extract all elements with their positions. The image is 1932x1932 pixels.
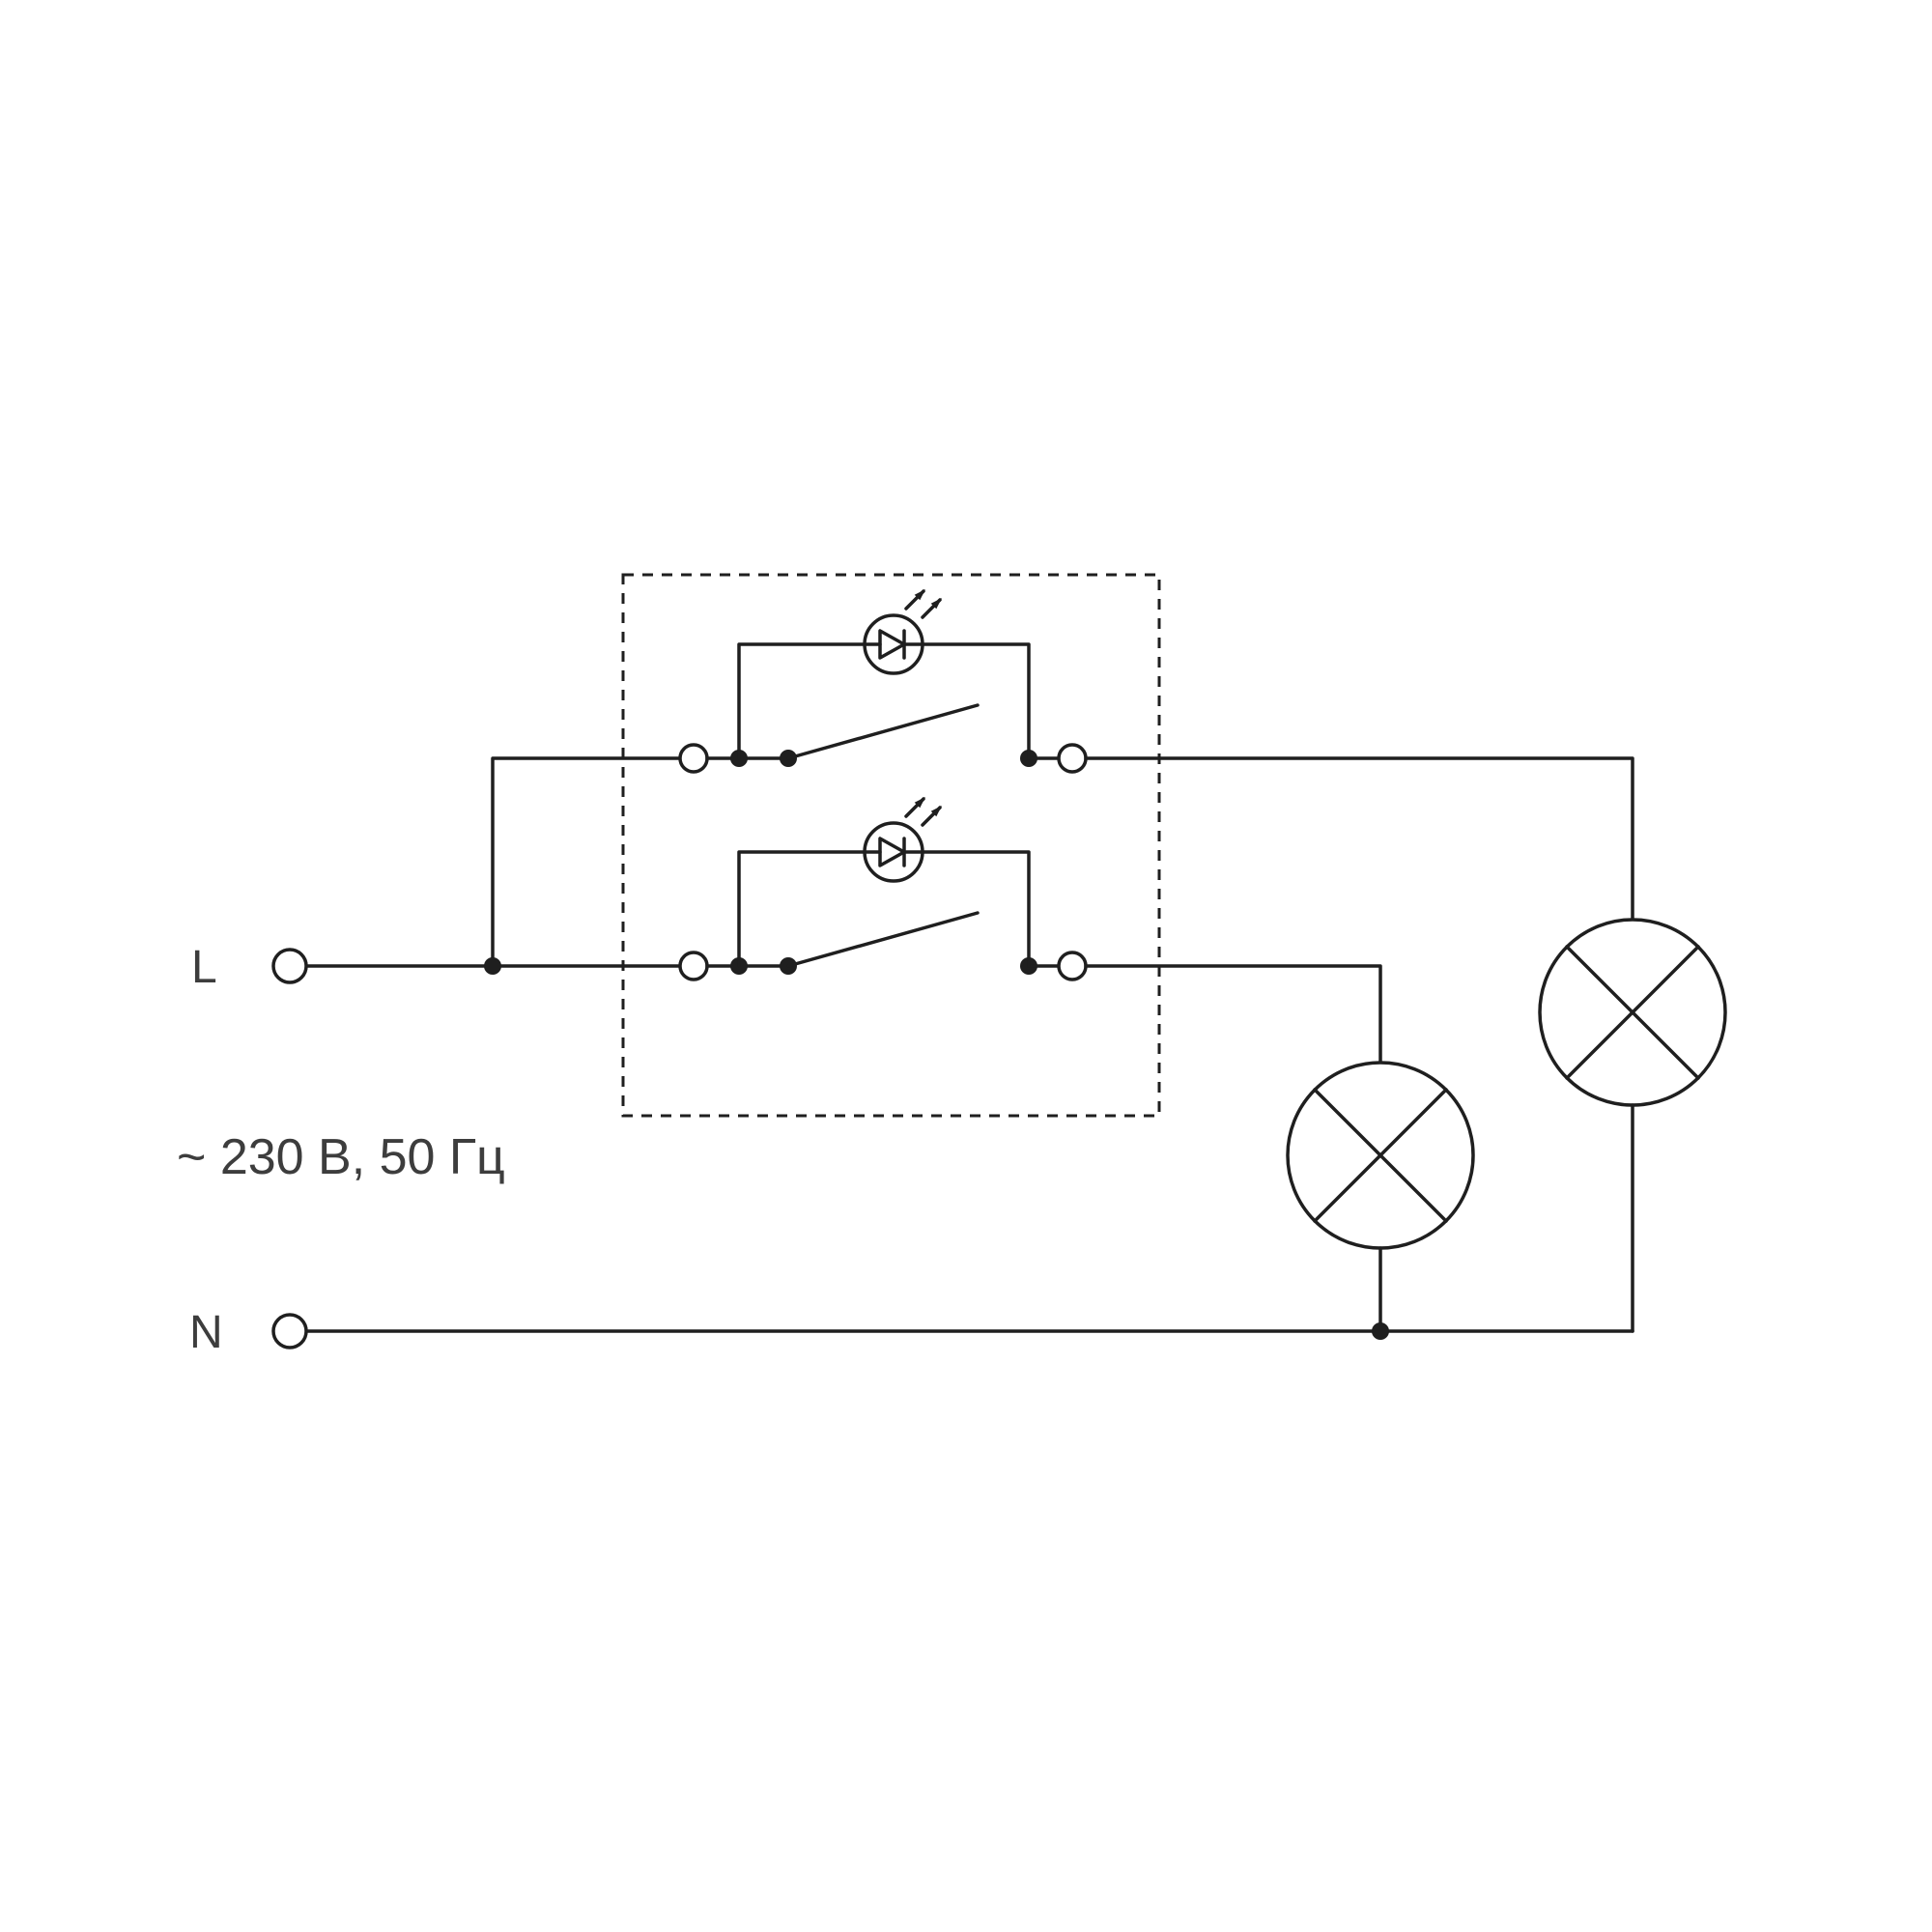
lamp-1-icon [1286, 1061, 1475, 1250]
led-2-branch-left [737, 850, 867, 968]
led-1-branch-right [921, 642, 1031, 760]
label-line: L [191, 942, 217, 993]
lamp-1-cross [1313, 1088, 1448, 1223]
switch-unit-1 [678, 589, 1088, 774]
led-1-branch-left [737, 642, 867, 760]
switch-2-blade [786, 911, 980, 968]
label-supply-voltage: ~ 230 В, 50 Гц [177, 1129, 505, 1185]
led-2-branch-right [921, 850, 1031, 968]
l-terminal-icon [271, 948, 308, 984]
led-2-arrowhead-a [914, 797, 925, 809]
lamp-2-cross [1565, 945, 1700, 1080]
wire-switch2-to-lamp1 [1084, 964, 1382, 1065]
neutral-junction-dot [1372, 1322, 1389, 1340]
switch-unit-2 [678, 797, 1088, 981]
wire-switch1-to-lamp2 [1084, 756, 1634, 922]
switch-1-input-terminal-icon [678, 743, 709, 774]
n-terminal-icon [271, 1313, 308, 1350]
led-1-arrowhead-a [914, 589, 925, 601]
led-1-diode-triangle-icon [878, 629, 906, 660]
led-1-arrowhead-b [930, 598, 942, 610]
label-neutral: N [189, 1307, 223, 1358]
switch-2-output-terminal-icon [1057, 951, 1088, 981]
switch-1-blade [786, 703, 980, 760]
switch-1-output-terminal-icon [1057, 743, 1088, 774]
wire-live-branch-up [491, 756, 682, 968]
led-2-diode-triangle-icon [878, 837, 906, 867]
led-2-arrowhead-b [930, 806, 942, 817]
switch-enclosure-box [621, 573, 1161, 1118]
lamp-2-icon [1538, 918, 1727, 1107]
switch-2-input-terminal-icon [678, 951, 709, 981]
live-junction-dot [484, 957, 501, 975]
